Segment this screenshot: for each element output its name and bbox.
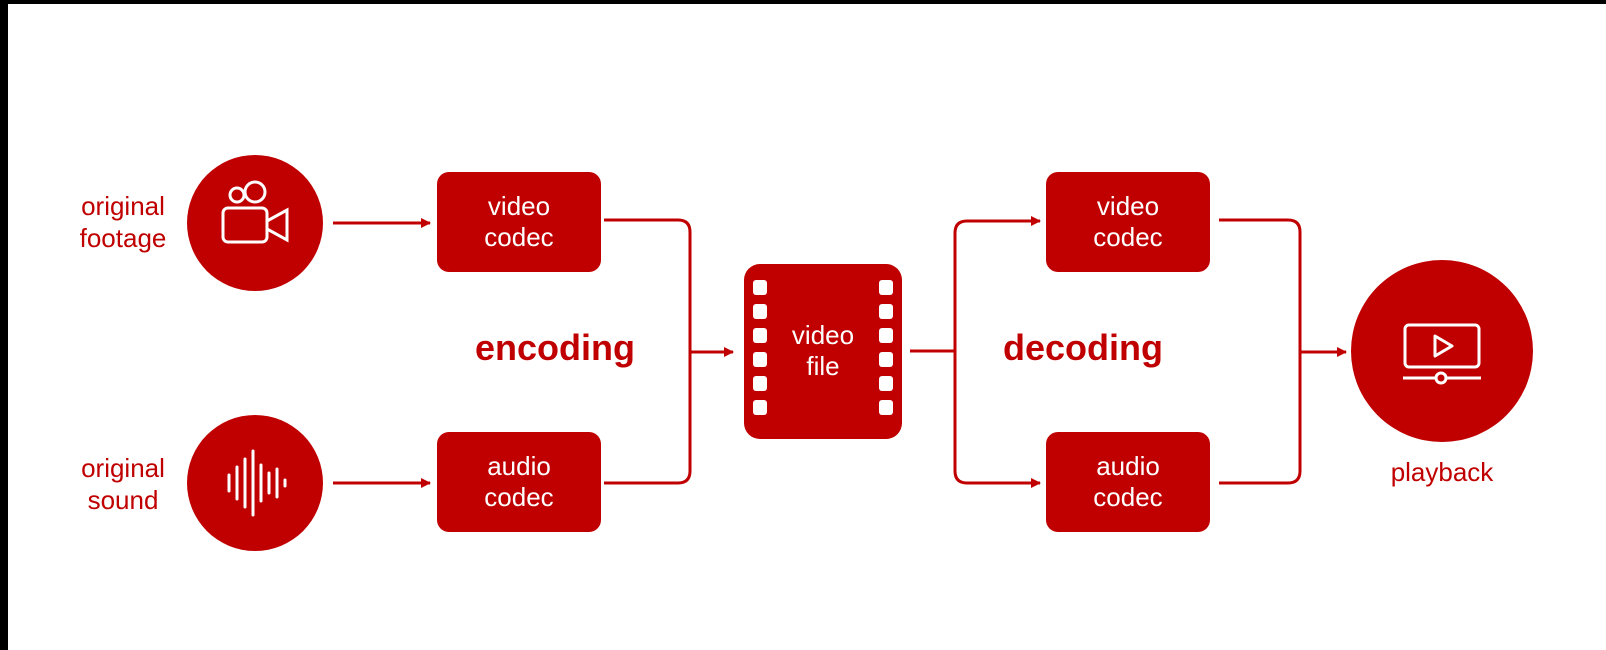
decoder-split-bracket <box>953 219 1038 485</box>
film-hole <box>879 304 893 319</box>
film-hole <box>753 352 767 367</box>
encoding-audio-codec-line-1: audio <box>487 451 551 481</box>
original-sound-label: original sound <box>68 452 178 516</box>
sound-label-line-2: sound <box>87 485 159 515</box>
encoding-video-codec-line-1: video <box>487 191 551 221</box>
video-player-icon <box>1403 323 1481 385</box>
playback-label: playback <box>1390 457 1494 487</box>
video-camera-icon <box>221 180 289 244</box>
decoding-video-codec: video codec <box>1046 172 1210 272</box>
playback-merge-bracket <box>1219 218 1302 485</box>
top-border <box>0 0 1606 4</box>
footage-label-line-2: footage <box>79 223 167 253</box>
video-file-node: video file <box>744 264 902 439</box>
sound-wave-icon <box>227 449 287 517</box>
original-sound-node <box>187 415 323 551</box>
decoding-video-codec-line-2: codec <box>1093 222 1163 252</box>
film-hole <box>753 328 767 343</box>
film-hole <box>753 304 767 319</box>
left-border <box>0 0 8 650</box>
decoding-video-codec-line-1: video <box>1096 191 1160 221</box>
decoding-audio-codec: audio codec <box>1046 432 1210 532</box>
film-hole <box>879 280 893 295</box>
sound-label-line-1: original <box>81 453 165 483</box>
decoding-audio-codec-line-1: audio <box>1096 451 1160 481</box>
encoding-title: encoding <box>475 327 635 368</box>
decoding-audio-codec-line-2: codec <box>1093 482 1163 512</box>
encoding-video-codec: video codec <box>437 172 601 272</box>
footage-label-line-1: original <box>81 191 165 221</box>
video-file-label-line-2: file <box>806 351 840 381</box>
film-hole <box>753 280 767 295</box>
film-hole <box>879 376 893 391</box>
video-file-label: video file <box>773 320 873 382</box>
playback-node <box>1351 260 1533 442</box>
film-hole <box>879 328 893 343</box>
encoding-audio-codec-line-2: codec <box>484 482 554 512</box>
film-hole <box>753 400 767 415</box>
film-hole <box>753 376 767 391</box>
film-hole <box>879 352 893 367</box>
encoding-video-codec-line-2: codec <box>484 222 554 252</box>
original-footage-label: original footage <box>68 190 178 254</box>
decoding-title: decoding <box>1003 327 1163 368</box>
original-footage-node <box>187 155 323 291</box>
video-file-label-line-1: video <box>791 320 855 350</box>
film-hole <box>879 400 893 415</box>
encoding-audio-codec: audio codec <box>437 432 601 532</box>
